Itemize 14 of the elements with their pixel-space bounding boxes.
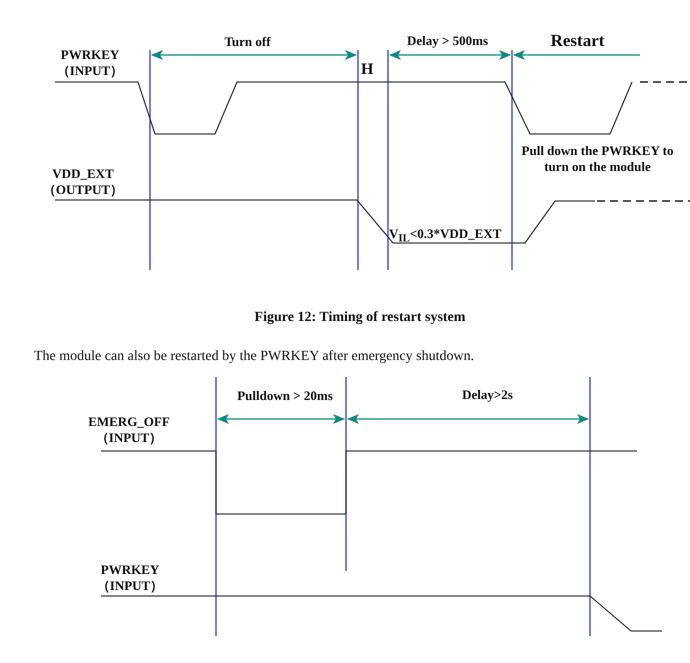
- interval-label: Turn off: [223, 34, 272, 50]
- signal-name: EMERG_OFF （INPUT）: [87, 414, 171, 446]
- signal-name: PWRKEY （INPUT）: [96, 562, 164, 594]
- body-text: The module can also be restarted by the PWRKEY after emergency shutdown.: [34, 349, 476, 365]
- signal-name: PWRKEY （INPUT）: [56, 47, 124, 79]
- interval-label: Restart: [550, 33, 606, 49]
- interval-label: Delay > 500ms: [406, 33, 490, 49]
- interval-label: Pulldown > 20ms: [236, 388, 334, 404]
- interval-label: Delay>2s: [461, 387, 514, 403]
- signal-name: VDD_EXT （OUTPUT）: [42, 166, 124, 198]
- level-label: H: [361, 62, 374, 78]
- annotation: Pull down the PWRKEY to turn on the module: [520, 143, 674, 175]
- figure-caption: Figure 12: Timing of restart system: [254, 310, 466, 326]
- threshold-label: V$_{IL}$<0.3*VDD_EXT: [389, 226, 502, 247]
